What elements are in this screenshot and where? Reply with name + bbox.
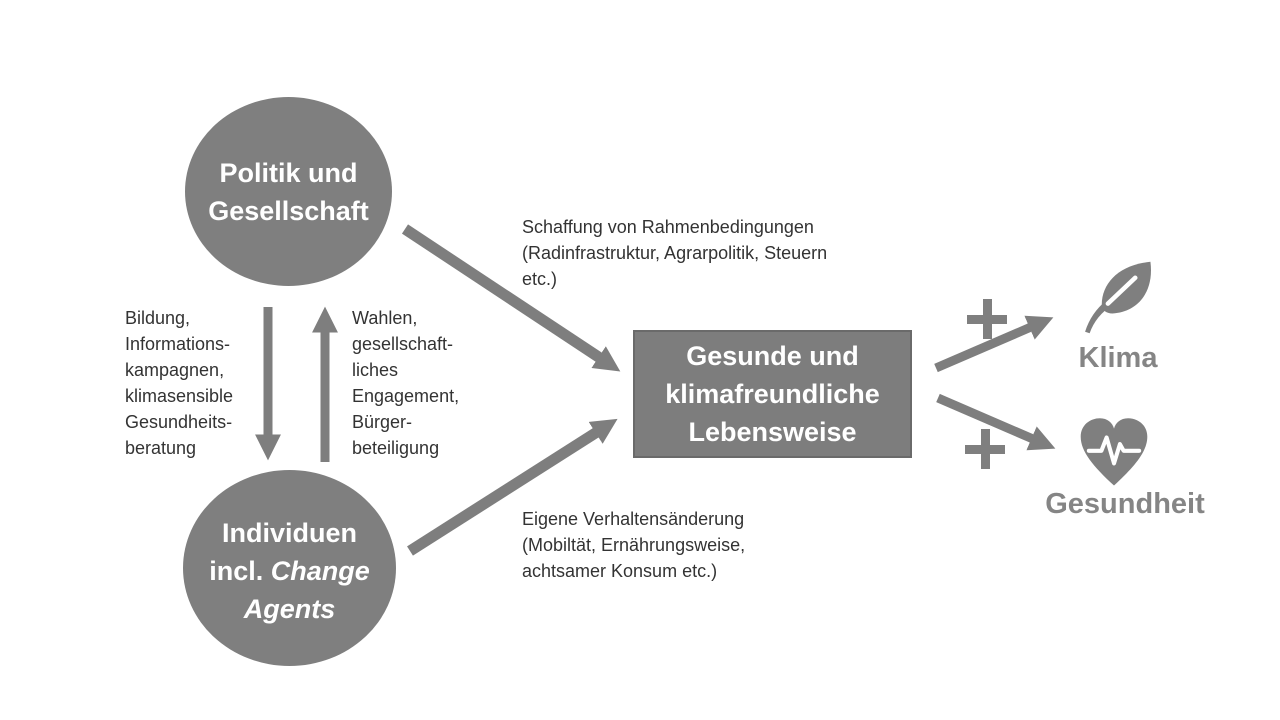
node-individuen-label: Individuen incl. Change Agents [209,514,370,628]
arrow-box-to-gesundheit [936,393,1056,451]
node-individuen-label-line2-normal: incl. [209,556,271,586]
node-lebensweise-label-line1: Gesunde und [686,341,859,371]
node-politik-label-line1: Politik und [219,157,358,188]
edge-label-line: Gesundheits- [125,412,233,432]
node-individuen: Individuen incl. Change Agents [183,470,396,666]
edge-label-line: beratung [125,438,197,458]
node-lebensweise-box: Gesunde und klimafreundliche Lebensweise [633,330,912,458]
node-individuen-label-line1: Individuen [222,518,357,548]
edge-label-line: kampagnen, [125,360,225,380]
edge-label-line: etc.) [522,269,558,289]
klima-label: Klima [1078,342,1158,374]
plus-icon-bar [983,299,992,339]
edge-label-line: achtsamer Konsum etc.) [522,561,718,581]
edge-label-line: Informations- [125,334,231,354]
edge-label-line: (Mobiltät, Ernährungsweise, [522,535,746,555]
edge-label-politik-to-box: Schaffung von Rahmenbedingungen (Radinfr… [522,214,827,292]
node-politik-label-line2: Gesellschaft [208,195,369,226]
edge-label-individuen-to-box: Eigene Verhaltensänderung (Mobiltät, Ern… [522,506,745,584]
edge-label-line: Schaffung von Rahmenbedingungen [522,217,814,237]
edge-label-line: klimasensible [125,386,234,406]
edge-label-politik-to-individuen: Bildung, Informations- kampagnen, klimas… [125,305,233,461]
node-individuen-label-line2: incl. Change [209,552,370,590]
heart-pulse-icon [1080,418,1148,486]
edge-label-line: Eigene Verhaltensänderung [522,509,745,529]
edge-label-individuen-to-politik: Wahlen, gesellschaft- liches Engagement,… [352,305,459,461]
node-lebensweise-label-line3: Lebensweise [688,417,857,447]
node-lebensweise-label: Gesunde und klimafreundliche Lebensweise [665,337,880,451]
plus-icon-bar [981,429,990,469]
edge-label-line: Wahlen, [352,308,418,328]
edge-label-line: liches [352,360,399,380]
edge-label-line: gesellschaft- [352,334,454,354]
arrow-box-to-klima [934,315,1054,373]
arrow-individuen-to-box [407,418,618,556]
plus-icon [965,429,1005,469]
node-politik-label: Politik und Gesellschaft [208,154,369,230]
edge-label-line: beteiligung [352,438,440,458]
plus-icon [967,299,1007,339]
edge-label-line: Bürger- [352,412,413,432]
node-individuen-label-line3: Agents [209,590,370,628]
edge-label-line: (Radinfrastruktur, Agrarpolitik, Steuern [522,243,828,263]
node-lebensweise-label-line2: klimafreundliche [665,379,880,409]
edge-label-line: Bildung, [125,308,191,328]
edge-label-line: Engagement, [352,386,460,406]
gesundheit-label: Gesundheit [1045,488,1205,520]
node-politik-gesellschaft: Politik und Gesellschaft [185,97,392,286]
node-individuen-label-line2-italic: Change [270,556,370,586]
arrow-politik-to-box [401,224,621,372]
leaf-icon [1085,261,1151,334]
node-individuen-label-line3-italic: Agents [243,594,336,624]
